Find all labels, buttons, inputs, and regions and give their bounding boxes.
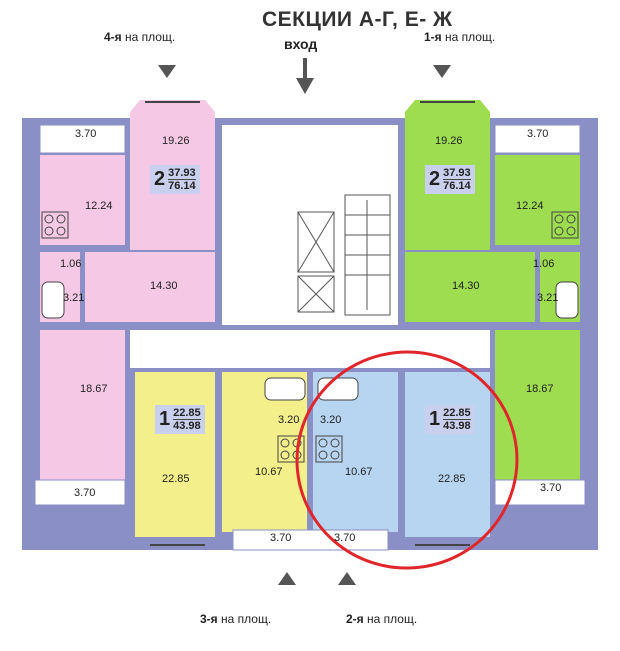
highlight-ring <box>295 350 519 570</box>
apt4-kitchen-area: 12.24 <box>85 200 113 212</box>
entrance-arrow-shaft <box>303 58 307 80</box>
apt4-hall-area: 14.30 <box>150 280 178 292</box>
apt3-kitchen-area: 10.67 <box>255 466 283 478</box>
apt4-loggia-area: 3.70 <box>74 487 96 499</box>
bathtub-icons <box>41 281 579 401</box>
apt1-hall-area: 14.30 <box>452 280 480 292</box>
arrow-down-apt4 <box>158 65 176 78</box>
apt1-wc-area: 1.06 <box>533 258 555 270</box>
apt2-bath-area: 3.20 <box>320 414 342 426</box>
apt1-room-bottom <box>495 330 580 480</box>
apt1-hall <box>405 252 535 322</box>
landing-label-apt3: 3-я на площ. <box>200 612 272 626</box>
apt2-kitchen-area: 10.67 <box>345 466 373 478</box>
apartment-3 <box>135 372 307 537</box>
stove-icons <box>41 211 579 463</box>
arrow-up-apt2 <box>338 572 356 585</box>
landing-label-apt4: 4-я на площ. <box>104 30 176 44</box>
apt1-room-bottom-area: 18.67 <box>526 383 554 395</box>
entrance-label: вход <box>284 36 318 52</box>
apt2-loggia-area: 3.70 <box>334 532 356 544</box>
apt2-room-area: 22.85 <box>438 473 466 485</box>
landing-label-apt1: 1-я на площ. <box>424 30 496 44</box>
entrance-arrows <box>158 58 451 585</box>
apt1-room-top-area: 19.26 <box>435 135 463 147</box>
apt4-bath-area: 3.21 <box>63 292 85 304</box>
apt3-bath-area: 3.20 <box>278 414 300 426</box>
apt4-room-bottom-area: 18.67 <box>80 383 108 395</box>
apt2-room <box>405 372 490 537</box>
apt4-room-bottom <box>40 330 125 480</box>
elevator-shafts <box>297 194 391 316</box>
apt1-kitchen <box>495 155 580 245</box>
entrance-arrow-head <box>296 78 314 94</box>
apt1-bath-area: 3.21 <box>537 292 559 304</box>
apt1-loggia-area: 3.70 <box>540 482 562 494</box>
apt4-wc-area: 1.06 <box>60 258 82 270</box>
balconies <box>34 124 586 551</box>
apt4-room-top-area: 19.26 <box>162 135 190 147</box>
landing-label-apt2: 2-я на площ. <box>346 612 418 626</box>
apt1-balcony-area: 3.70 <box>527 128 549 140</box>
apt3-room-area: 22.85 <box>162 473 190 485</box>
apt3-loggia-area: 3.70 <box>270 532 292 544</box>
apt4-balcony-area: 3.70 <box>75 128 97 140</box>
apt4-hall <box>85 252 215 322</box>
common-corridor <box>130 330 490 368</box>
apt4-kitchen <box>40 155 125 245</box>
stair-elevator-core <box>222 125 398 325</box>
windows <box>145 101 475 546</box>
arrow-down-apt1 <box>433 65 451 78</box>
apt1-kitchen-area: 12.24 <box>516 200 544 212</box>
apt3-room <box>135 372 215 537</box>
section-title: СЕКЦИИ А-Г, Е- Ж <box>262 8 453 31</box>
apartment-1 <box>405 100 580 480</box>
arrow-up-apt3 <box>278 572 296 585</box>
